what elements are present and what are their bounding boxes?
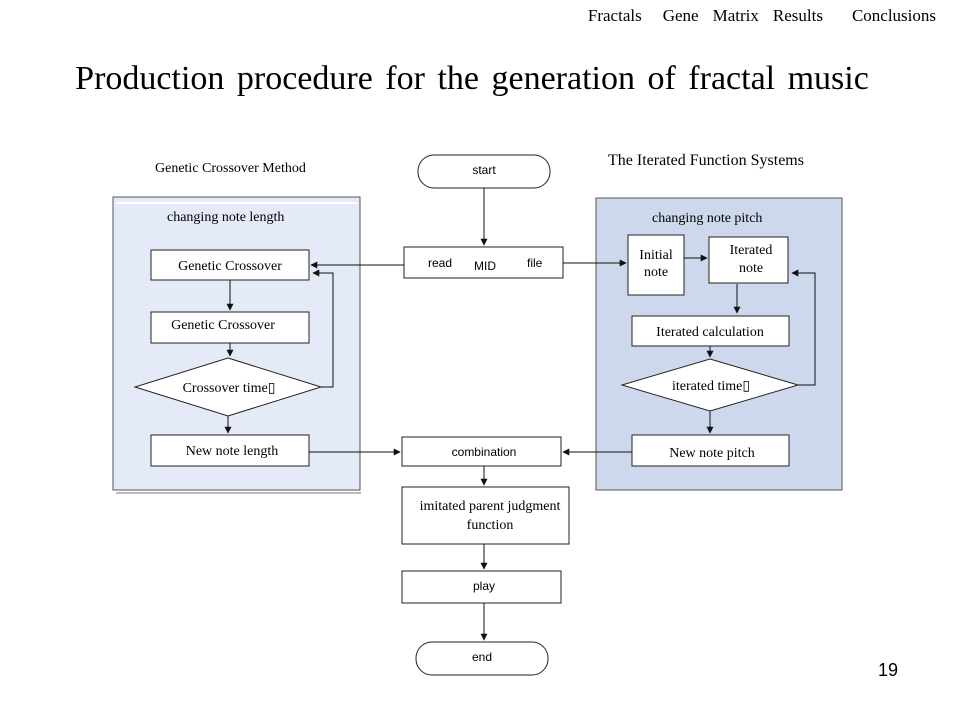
end-terminal — [415, 641, 549, 676]
left-crossover-decision-label: Crossover time▯ — [183, 381, 276, 396]
left-genetic-crossover-label-1: Genetic Crossover — [178, 259, 282, 274]
right-iterated-note-label-2: note — [739, 261, 763, 276]
left-new-note-length-label: New note length — [186, 444, 279, 459]
right-iterated-note-box — [708, 236, 789, 284]
left-new-note-length-box — [150, 434, 310, 467]
nav-item-gene[interactable]: Gene — [662, 6, 699, 25]
right-initial-note-label-1: Initial — [639, 248, 673, 263]
end-label: end — [472, 650, 492, 664]
file-label: file — [527, 256, 543, 270]
right-initial-note-label-2: note — [644, 265, 668, 280]
right-initial-note-box — [627, 234, 685, 296]
judgment-function-label-2: function — [467, 518, 514, 533]
left-panel-title: Genetic Crossover Method — [155, 161, 306, 176]
top-navigation: Fractals Gene Matrix Results Conclusions — [588, 6, 936, 26]
nav-item-conclusions[interactable]: Conclusions — [851, 6, 936, 25]
judgment-function-box — [401, 486, 570, 545]
right-panel-title: The Iterated Function Systems — [608, 152, 804, 169]
judgment-function-label-1: imitated parent judgment — [420, 499, 561, 514]
play-box — [401, 570, 562, 604]
left-genetic-crossover-label-2: Genetic Crossover — [171, 318, 275, 333]
connectors — [224, 188, 816, 641]
right-iterated-decision-label: iterated time▯ — [672, 379, 750, 394]
play-label: play — [473, 579, 495, 593]
nav-item-matrix[interactable]: Matrix — [712, 6, 759, 25]
combination-box — [401, 436, 562, 467]
read-label: read — [428, 256, 452, 270]
nav-item-results[interactable]: Results — [772, 6, 823, 25]
arrow-left-loop — [312, 269, 334, 388]
mid-label: MID — [474, 259, 496, 273]
arrow-right-loop — [791, 269, 816, 386]
combination-label: combination — [452, 445, 517, 459]
right-new-note-pitch-box — [631, 434, 790, 467]
page-number: 19 — [878, 660, 899, 680]
right-iterated-note-label-1: Iterated — [730, 243, 773, 258]
left-panel-subtitle: changing note length — [167, 210, 284, 225]
right-iterated-calculation-label: Iterated calculation — [656, 325, 764, 340]
right-new-note-pitch-label: New note pitch — [669, 446, 755, 461]
start-label: start — [472, 163, 496, 177]
right-panel-subtitle: changing note pitch — [652, 211, 762, 226]
nav-item-fractals[interactable]: Fractals — [587, 6, 642, 25]
page-title: Production procedure for the generation … — [75, 60, 869, 97]
